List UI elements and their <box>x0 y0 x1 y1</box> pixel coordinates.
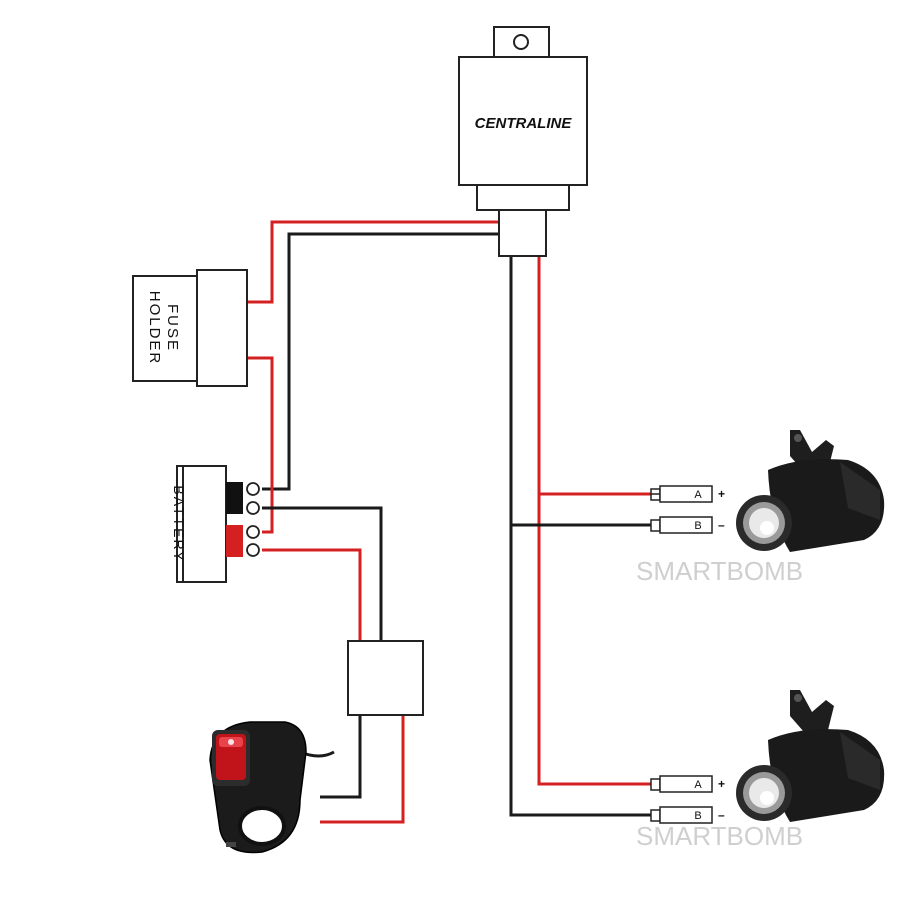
wire-fuse-to-battery-red <box>247 356 274 534</box>
battery-negative-terminal <box>226 482 243 514</box>
battery-positive-terminal <box>226 525 243 557</box>
battery-label: BATTERY <box>171 485 187 562</box>
battery-bracket <box>176 465 183 583</box>
switch-junction-box <box>347 640 424 716</box>
wire-battery-to-switchbox-black <box>262 506 383 641</box>
wire-switchbox-to-switch-black <box>320 715 362 799</box>
wire-centraline-to-battery-black <box>262 232 500 491</box>
wire-switchbox-to-switch-red <box>320 715 405 824</box>
fuse-holder: FUSE HOLDER <box>132 269 248 387</box>
terminal-b-label: B <box>694 520 701 532</box>
centraline-connector <box>498 209 547 257</box>
connector-pin <box>650 809 661 822</box>
terminal-minus-sign: – <box>718 808 725 822</box>
connector-pin <box>650 778 661 791</box>
terminal-b-label: B <box>694 810 701 822</box>
fuse-holder-label-line2: HOLDER <box>146 291 163 366</box>
centraline-unit: CENTRALINE <box>458 26 588 257</box>
centraline-label: CENTRALINE <box>475 115 573 132</box>
ring-terminal-icon <box>246 501 260 515</box>
wire-centraline-to-light-bottom-a <box>537 494 651 786</box>
watermark-bottom: SMARTBOMB <box>636 821 803 851</box>
connector-b-bottom <box>659 806 713 824</box>
connector-pin <box>650 488 661 501</box>
terminal-plus-sign: + <box>718 487 725 501</box>
connector-a-bottom <box>659 775 713 793</box>
wire-battery-to-switchbox-red <box>262 548 362 641</box>
fog-light-top: A + B – <box>650 430 885 552</box>
wire-centraline-to-light-bottom-b <box>509 525 651 817</box>
fog-light-icon <box>736 430 885 552</box>
ring-terminal-icon <box>246 482 260 496</box>
wire-centraline-to-fuse-red <box>247 220 500 304</box>
rocker-switch-icon <box>209 721 307 854</box>
watermark-top: SMARTBOMB <box>636 556 803 586</box>
wires <box>247 220 651 824</box>
wire-centraline-to-light-top-b <box>509 256 651 527</box>
centraline-neck <box>476 184 570 211</box>
terminal-minus-sign: – <box>718 518 725 532</box>
connector-a-top <box>659 485 713 503</box>
ring-terminal-icon <box>246 525 260 539</box>
connector-b-top <box>659 516 713 534</box>
wire-centraline-to-light-top-a <box>537 256 651 496</box>
fog-light-bottom: A + B – <box>650 690 885 824</box>
fuse-holder-body <box>196 269 248 387</box>
terminal-plus-sign: + <box>718 777 725 791</box>
connector-pin <box>650 519 661 532</box>
terminal-a-label: A <box>694 779 702 791</box>
terminal-a-label: A <box>694 489 702 501</box>
mount-hole-icon <box>513 34 529 50</box>
battery: BATTERY <box>171 465 260 583</box>
battery-body <box>182 465 227 583</box>
centraline-body <box>458 56 588 186</box>
centraline-mount-tab <box>493 26 550 60</box>
ring-terminal-icon <box>246 543 260 557</box>
fuse-holder-label-line1: FUSE <box>164 304 181 352</box>
fog-light-icon <box>736 690 885 822</box>
